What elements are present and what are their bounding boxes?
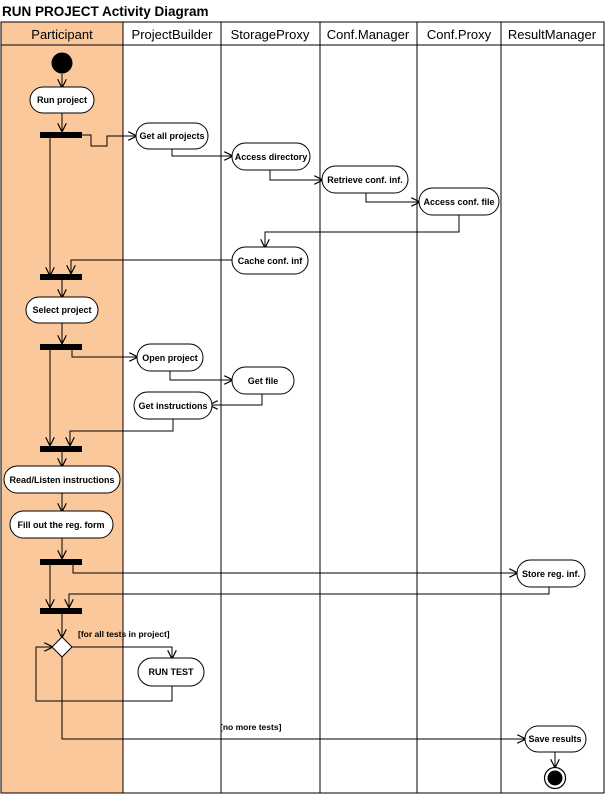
fork-bar	[40, 559, 82, 565]
activity-access-conf-file: Access conf. file	[418, 187, 500, 216]
flow-edge	[265, 215, 460, 247]
flow-edge	[72, 646, 172, 658]
activity-label: Get instructions	[138, 401, 207, 411]
lane-header-participant: Participant	[31, 27, 93, 42]
flow-edge	[169, 371, 232, 380]
flow-edge	[210, 394, 263, 405]
activity-fill-out-reg-form: Fill out the reg. form	[9, 510, 114, 539]
lane-header-storageproxy: StorageProxy	[231, 27, 310, 42]
activity-select-project: Select project	[25, 296, 99, 324]
activity-open-project: Open project	[136, 343, 204, 372]
flow-edge	[72, 565, 517, 573]
activity-label: Select project	[32, 305, 91, 315]
flow-edge	[69, 587, 550, 607]
flow-edge	[82, 135, 136, 147]
activity-label: Fill out the reg. form	[18, 520, 105, 530]
activity-get-instructions: Get instructions	[133, 391, 213, 420]
activity-store-reg-inf: Store reg. inf.	[516, 559, 586, 588]
join-bar	[40, 446, 82, 452]
control-flows	[35, 74, 555, 767]
flow-edge	[71, 259, 232, 273]
final-node	[543, 766, 567, 790]
activity-label: Access conf. file	[423, 197, 494, 207]
activity-label: RUN TEST	[149, 667, 195, 677]
join-bar	[40, 274, 82, 280]
flow-edge	[61, 656, 525, 739]
lane-header-resultmanager: ResultManager	[508, 27, 597, 42]
lanes-border	[0, 21, 605, 794]
activity-read-listen-instructions: Read/Listen instructions	[3, 465, 121, 494]
fork-join-bars	[40, 132, 82, 614]
lane-header-confproxy: Conf.Proxy	[427, 27, 492, 42]
flow-edge	[70, 419, 174, 445]
activity-label: Access directory	[235, 152, 308, 162]
fork-bar	[40, 132, 82, 138]
activity-label: Get all projects	[139, 131, 204, 141]
activity-label: Run project	[37, 95, 87, 105]
initial-node	[51, 52, 73, 74]
activity-cache-conf-inf: Cache conf. inf	[231, 246, 309, 275]
activity-label: Store reg. inf.	[522, 569, 580, 579]
guard-no-more-tests: [no more tests]	[220, 722, 282, 732]
activity-label: Save results	[528, 734, 581, 744]
decision-node	[51, 636, 73, 658]
diagram-title: RUN PROJECT Activity Diagram	[2, 4, 209, 19]
activity-label: Open project	[142, 353, 198, 363]
activity-label: Retrieve conf. inf.	[327, 175, 403, 185]
lane-header-confmanager: Conf.Manager	[327, 27, 410, 42]
fork-bar	[40, 344, 82, 350]
lane-header-projectbuilder: ProjectBuilder	[132, 27, 214, 42]
flow-edge	[171, 149, 232, 156]
activity-run-test: RUN TEST	[137, 657, 205, 687]
guard-for-all-tests: [for all tests in project]	[78, 629, 170, 639]
flow-edge	[269, 170, 322, 180]
activity-get-file: Get file	[231, 366, 295, 395]
join-bar	[40, 608, 82, 614]
activity-label: Cache conf. inf	[238, 256, 304, 266]
activity-save-results: Save results	[524, 725, 587, 753]
flow-edge	[365, 193, 419, 202]
activity-label: Get file	[248, 376, 279, 386]
activity-retrieve-conf-inf: Retrieve conf. inf.	[321, 165, 409, 194]
activity-get-all-projects: Get all projects	[135, 122, 209, 150]
activity-run-project: Run project	[29, 86, 95, 114]
flow-edge	[71, 350, 137, 357]
activities: Run project Get all projects Access dire…	[3, 86, 587, 753]
activity-access-directory: Access directory	[231, 142, 311, 171]
activity-label: Read/Listen instructions	[9, 475, 114, 485]
flow-edge	[35, 647, 173, 702]
